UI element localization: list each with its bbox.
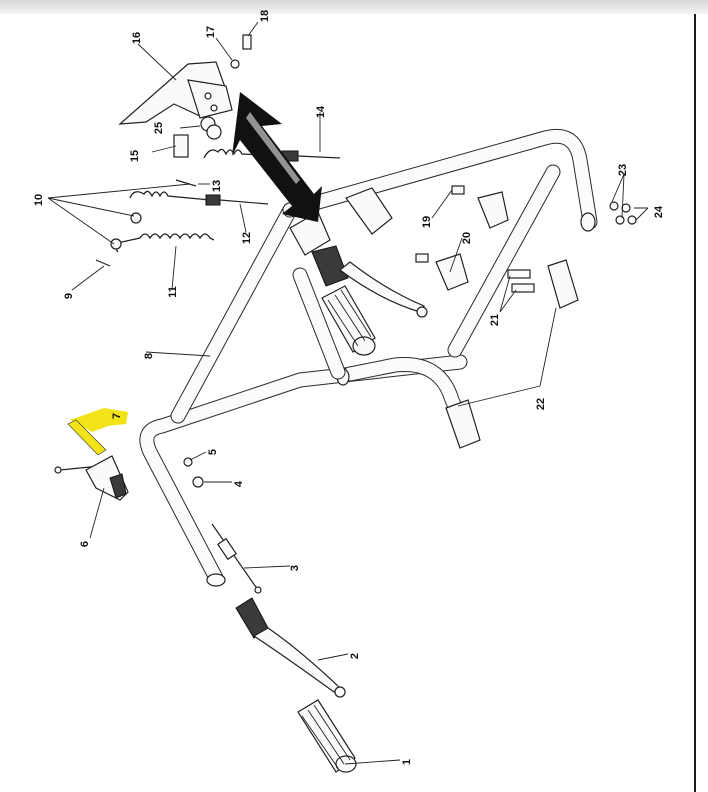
clamp-19-20	[415, 185, 509, 291]
label-19: 19	[421, 216, 433, 228]
label-2: 2	[349, 653, 361, 659]
spring-13	[129, 190, 269, 206]
label-15: 15	[129, 150, 141, 162]
nuts-23-24	[609, 201, 637, 225]
label-22: 22	[535, 398, 547, 410]
label-1: 1	[401, 759, 413, 765]
label-17: 17	[205, 26, 217, 38]
label-24: 24	[653, 205, 665, 218]
grip-upper	[321, 285, 376, 356]
label-8: 8	[143, 353, 155, 359]
washer-10b	[110, 238, 122, 250]
arrow-highlight	[246, 112, 300, 184]
label-11: 11	[167, 286, 179, 298]
label-4: 4	[233, 480, 245, 487]
label-12: 12	[241, 232, 253, 244]
clamp-top	[345, 187, 393, 235]
handle-frame	[139, 128, 598, 587]
bracket-16	[118, 61, 233, 125]
label-18: 18	[259, 10, 271, 22]
label-16: 16	[131, 32, 143, 44]
washers-25	[200, 116, 222, 140]
highlighted-part-7	[67, 408, 128, 456]
label-6: 6	[79, 541, 91, 547]
grip-lower	[297, 699, 357, 773]
bolt-18	[242, 34, 252, 50]
leader-lines	[47, 21, 649, 765]
spring-14	[203, 148, 341, 162]
washer-10a	[130, 212, 142, 224]
label-9: 9	[63, 293, 75, 299]
pins-9	[95, 179, 197, 267]
nut-4	[192, 476, 204, 488]
clamp-22	[445, 399, 481, 449]
lever-upper	[289, 211, 428, 318]
lever-lower	[235, 597, 346, 698]
cable-3	[211, 523, 262, 594]
spring-11	[115, 233, 215, 253]
label-25: 25	[153, 122, 165, 134]
bolt-15	[173, 134, 189, 158]
label-13: 13	[211, 180, 223, 192]
right-border	[694, 14, 696, 792]
label-14: 14	[315, 105, 327, 118]
label-21: 21	[489, 314, 501, 326]
top-bar	[0, 0, 708, 14]
callout-numbers: 1 2 3 4 5 6 7 8 9 10 11 12 13 14 15 16 1…	[33, 10, 665, 765]
clamp-21	[507, 259, 579, 309]
label-5: 5	[207, 449, 219, 455]
label-20: 20	[461, 232, 473, 244]
label-3: 3	[289, 565, 301, 571]
label-7: 7	[111, 413, 123, 419]
pivot-bracket-6	[54, 455, 129, 501]
label-23: 23	[617, 164, 629, 176]
label-10: 10	[33, 194, 45, 206]
washer-17	[230, 59, 240, 69]
